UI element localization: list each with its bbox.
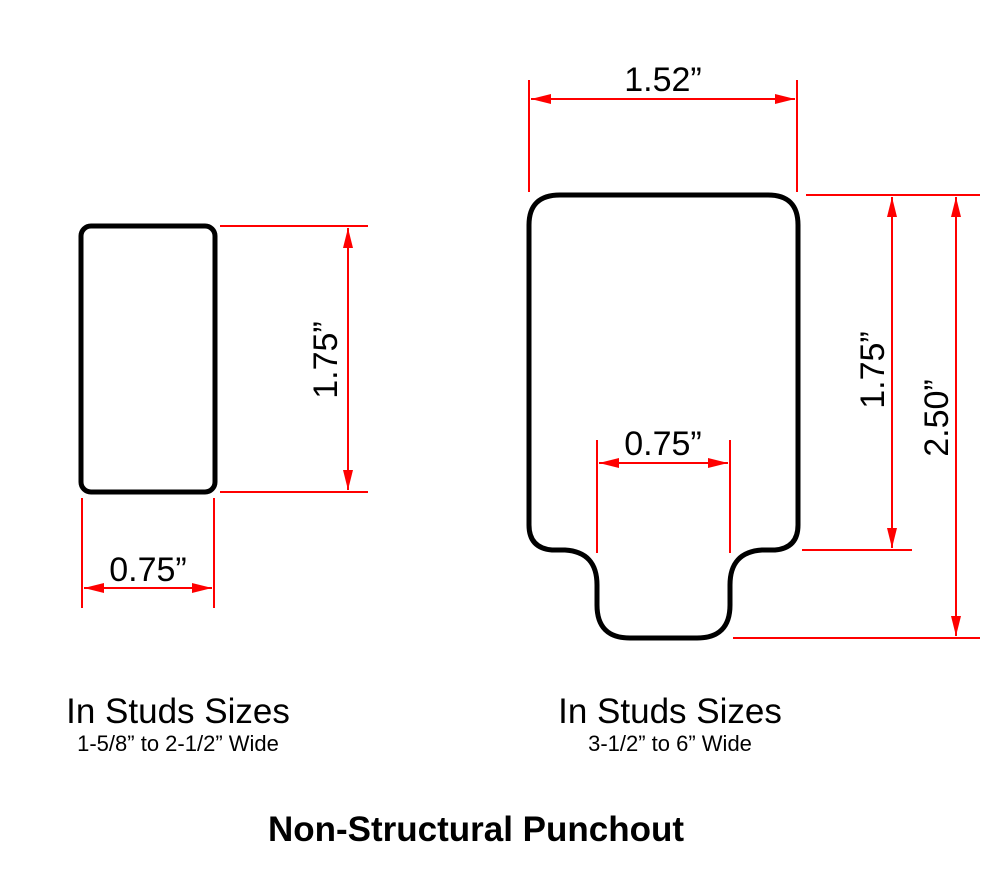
right-punchout-shape — [526, 192, 801, 641]
right-total-height-label: 2.50” — [918, 379, 956, 457]
diagram-caption: Non-Structural Punchout — [267, 810, 685, 849]
right-total-height-dimension: 2.50” — [733, 194, 980, 639]
left-size-title: In Studs Sizes — [66, 692, 290, 731]
right-tab-width-label: 0.75” — [624, 425, 702, 463]
right-top-width-dimension: 1.52” — [528, 61, 798, 192]
right-body-height-dimension: 1.75” — [802, 194, 912, 551]
right-top-width-label: 1.52” — [624, 61, 702, 99]
left-width-label: 0.75” — [109, 551, 187, 589]
right-size-title: In Studs Sizes — [558, 692, 782, 731]
left-size-subtitle: 1-5/8” to 2-1/2” Wide — [77, 731, 279, 756]
right-size-label: In Studs Sizes 3-1/2” to 6” Wide — [520, 693, 820, 757]
left-punchout-shape — [78, 223, 218, 495]
right-body-height-label: 1.75” — [854, 331, 892, 409]
left-size-label: In Studs Sizes 1-5/8” to 2-1/2” Wide — [28, 693, 328, 757]
left-height-dimension: 1.75” — [220, 225, 368, 493]
left-height-label: 1.75” — [307, 321, 345, 399]
left-width-dimension: 0.75” — [81, 498, 215, 608]
right-tab-width-dimension: 0.75” — [596, 425, 731, 553]
right-size-subtitle: 3-1/2” to 6” Wide — [588, 731, 752, 756]
